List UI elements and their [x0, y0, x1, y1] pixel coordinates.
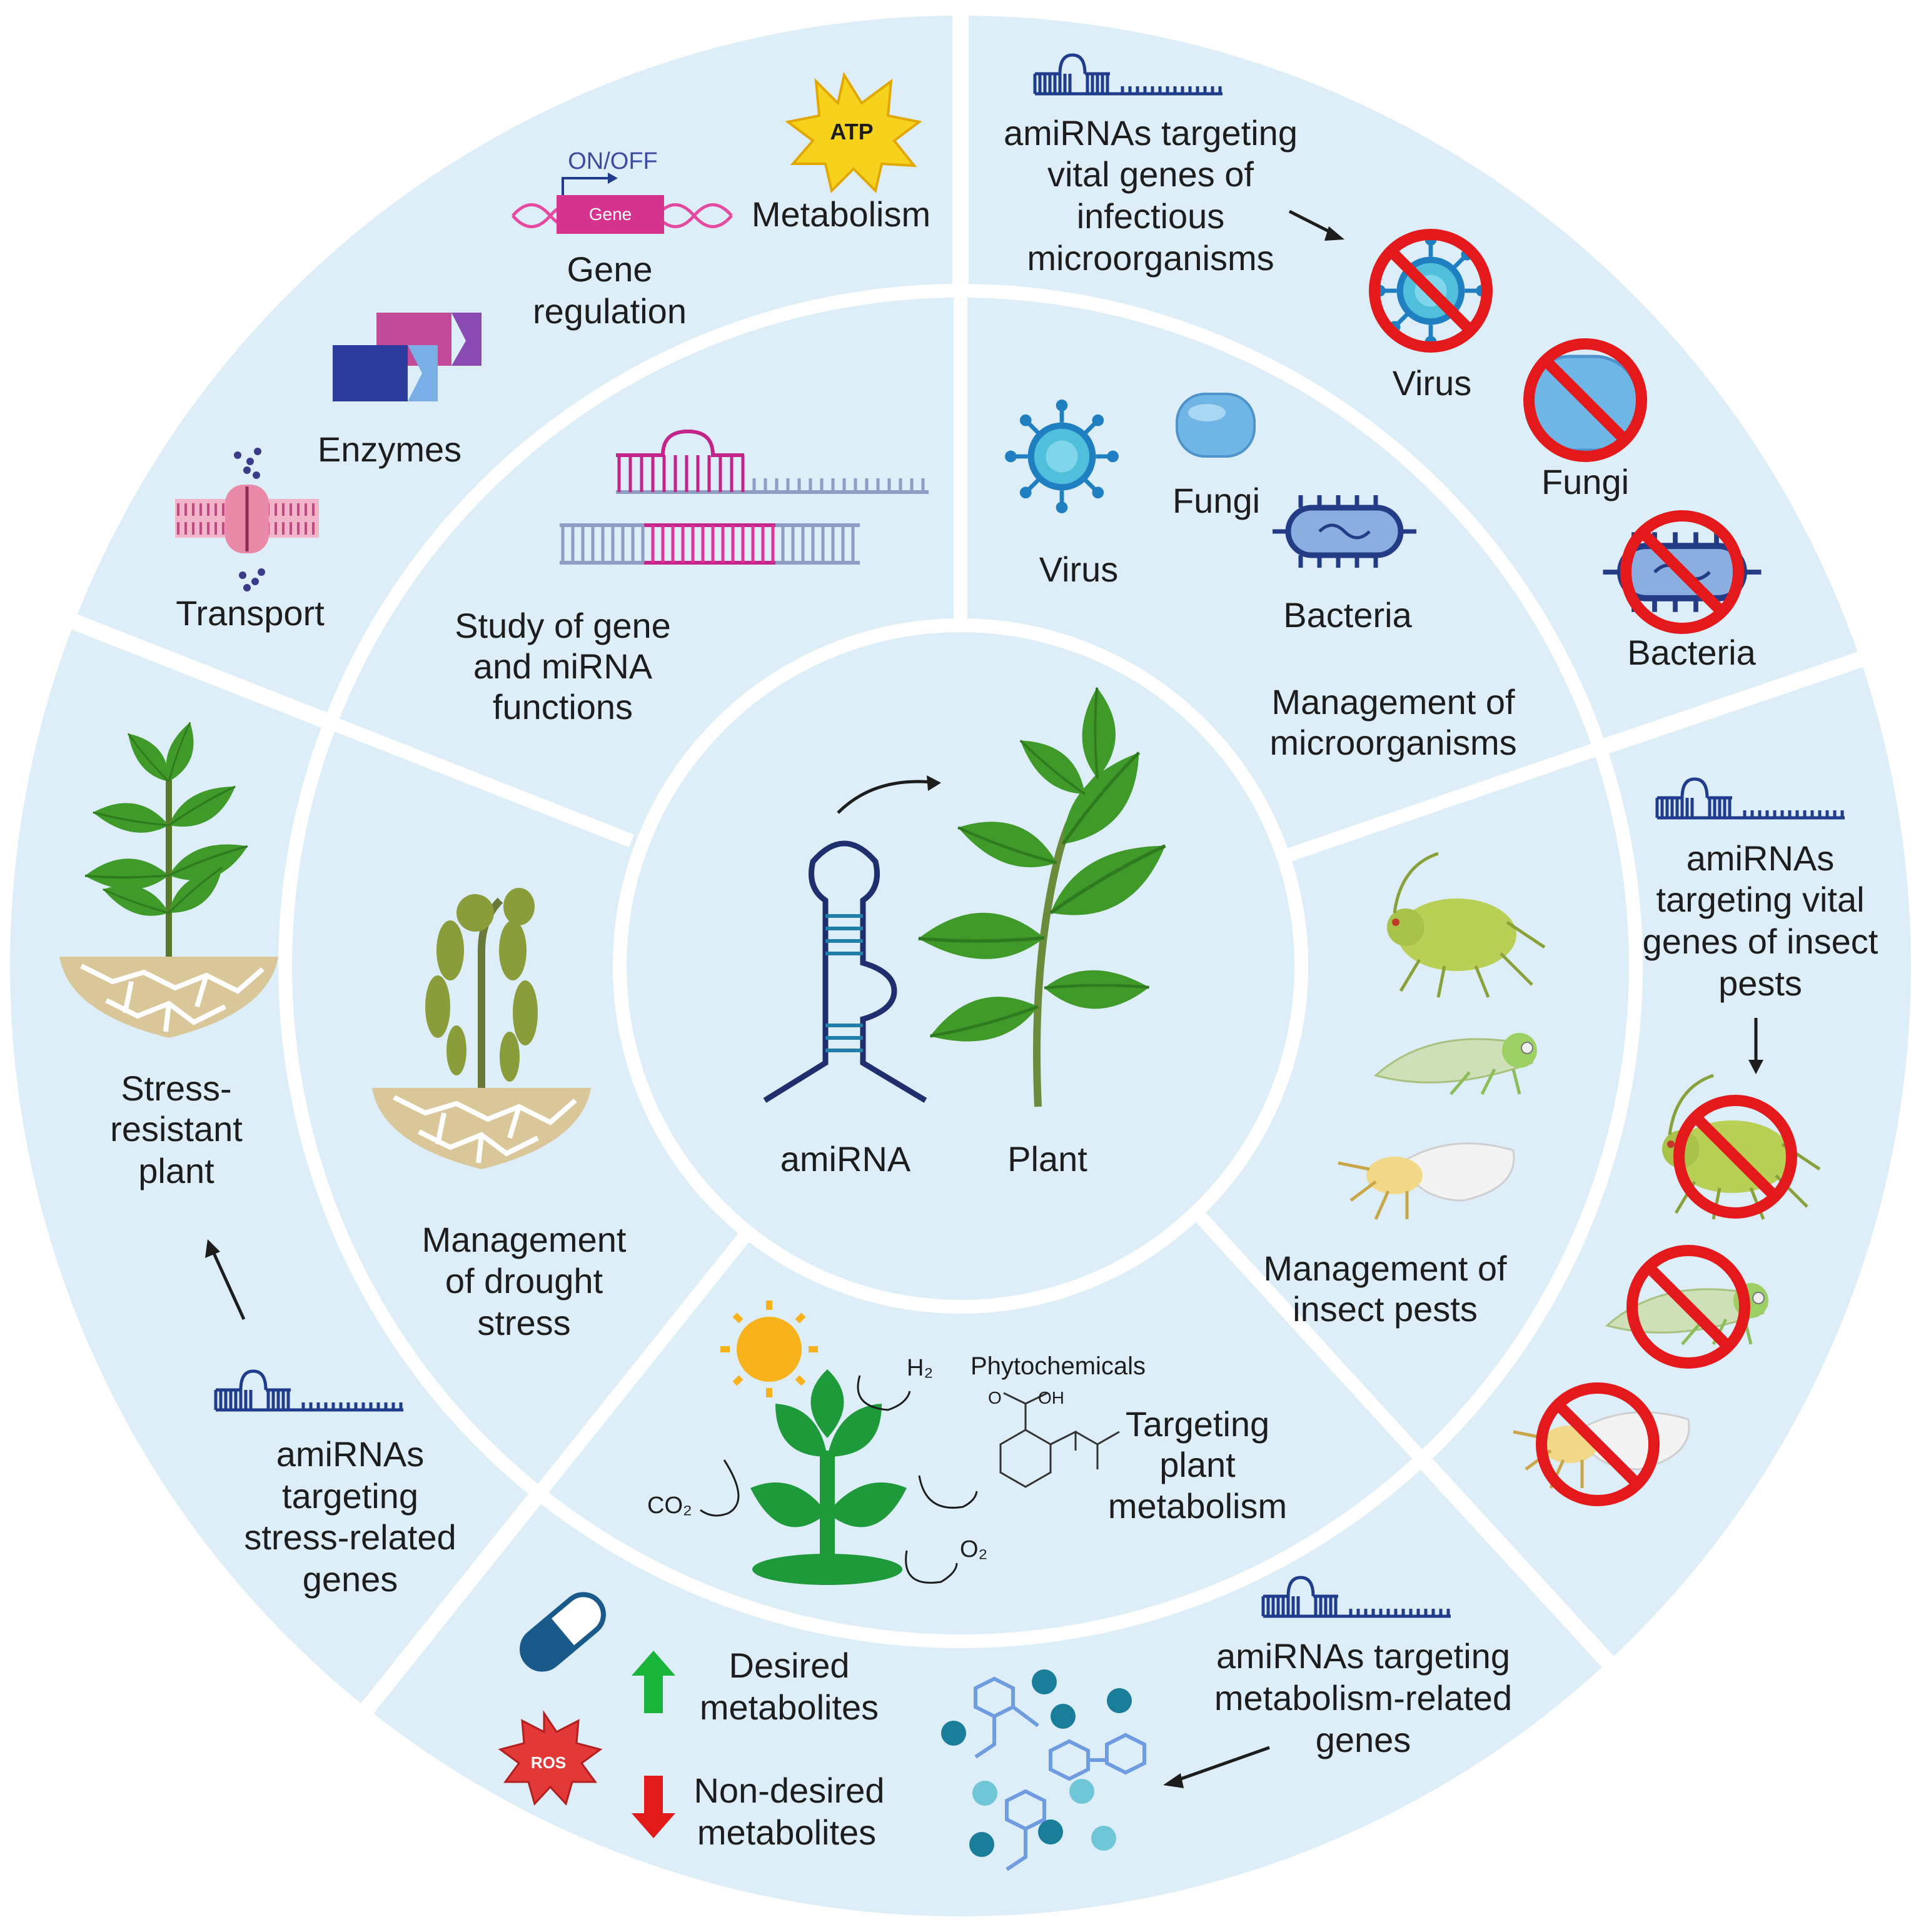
aspirin-molecule-icon [999, 1392, 1120, 1488]
gene-box-label: Gene [589, 204, 632, 224]
insect-outer-arrow-head [1748, 1060, 1763, 1074]
drought-outer-arrow-head [205, 1239, 220, 1258]
ros-label: ROS [531, 1753, 566, 1772]
outer-fungi-blocked [1526, 344, 1641, 456]
capsule-pill-icon [520, 1592, 606, 1672]
gene-regulation-label-line2: regulation [533, 291, 687, 331]
drought-outer-arrow [211, 1249, 246, 1321]
molecule-oh-label: OH [1038, 1388, 1064, 1407]
ros-burst-icon [498, 1710, 603, 1806]
transport-membrane-icon [175, 448, 319, 591]
wilted-tree-icon [425, 888, 538, 1088]
study-title-line2: and miRNA [473, 647, 653, 686]
on-off-label: ON/OFF [568, 148, 658, 174]
up-arrow-icon [632, 1651, 675, 1713]
transport-label: Transport [176, 593, 325, 633]
micro-outer-text-line2: vital genes of [1047, 154, 1254, 194]
study-rna-duplex-icon [560, 429, 929, 565]
insect-title-line1: Management of [1263, 1249, 1507, 1288]
insect-outer-text-line2: targeting vital [1656, 880, 1864, 919]
o2-cycle-arrow [905, 1550, 958, 1584]
insect-outer-text-line1: amiRNAs [1687, 838, 1834, 878]
atp-burst-icon [785, 71, 922, 193]
micro-outer-text-line1: amiRNAs targeting [1004, 113, 1298, 153]
non-desired-line2: metabolites [697, 1813, 876, 1852]
resistant-label-line1: Stress- [121, 1069, 231, 1108]
center-curved-arrow [837, 780, 939, 814]
center-plant-label: Plant [1007, 1139, 1087, 1179]
center-plant-icon [917, 685, 1179, 1107]
micro-title-line1: Management of [1271, 682, 1515, 722]
micro-title-line2: microorganisms [1269, 723, 1516, 762]
desired-line1: Desired [729, 1646, 850, 1685]
insect-outer-text-line4: pests [1718, 963, 1802, 1003]
metab-title-line3: metabolism [1108, 1486, 1287, 1526]
resistant-plant-icon [83, 718, 253, 957]
down-arrow-icon [632, 1776, 675, 1838]
metab-outer-text-line3: genes [1316, 1720, 1411, 1759]
outer-bacteria-label: Bacteria [1627, 633, 1756, 672]
desired-line2: metabolites [700, 1688, 879, 1727]
micro-outer-arrow-head [1324, 226, 1344, 241]
resistant-label-line3: plant [138, 1151, 214, 1190]
o2-label: O₂ [960, 1536, 987, 1562]
co2-label: CO₂ [647, 1492, 692, 1519]
outer-fungi-label: Fungi [1541, 462, 1629, 501]
outer-virus-blocked [1374, 234, 1488, 348]
outer-virus-label: Virus [1393, 363, 1472, 403]
metab-title-line2: plant [1159, 1445, 1236, 1484]
h2-cycle-arrow [857, 1375, 911, 1411]
atp-label: ATP [830, 119, 873, 144]
study-title-line1: Study of gene [455, 606, 671, 645]
inner-virus-label: Virus [1039, 550, 1119, 589]
drought-title-line1: Management [422, 1220, 627, 1259]
resistant-label-line2: resistant [110, 1109, 243, 1149]
inner-virus-icon [1005, 400, 1119, 513]
non-desired-line1: Non-desired [693, 1771, 884, 1810]
inner-fungi-icon [1176, 393, 1256, 458]
insect-title-line2: insect pests [1293, 1289, 1478, 1329]
drought-title-line3: stress [477, 1303, 570, 1342]
center-arrow-head [927, 775, 941, 791]
drought-outer-text-line4: genes [303, 1559, 398, 1599]
micro-outer-arrow [1288, 209, 1336, 236]
phytochemicals-label: Phytochemicals [971, 1352, 1146, 1380]
micro-outer-text-line4: microorganisms [1027, 238, 1274, 278]
drought-title-line2: of drought [445, 1261, 603, 1301]
outer-ring-dividers [69, 13, 1870, 1718]
center-amirna-hairpin [763, 813, 927, 1103]
metab-outer-arrow-head [1163, 1773, 1184, 1788]
study-title-line3: functions [493, 687, 633, 727]
metabolism-label: Metabolism [752, 194, 930, 234]
phyto-cycle-arrow [918, 1475, 978, 1509]
middle-ring-dividers [326, 291, 1598, 1499]
metab-outer-text-line1: amiRNAs targeting [1216, 1636, 1510, 1676]
inner-fungi-label: Fungi [1172, 481, 1260, 520]
gene-regulation-icon [512, 173, 733, 234]
metab-outer-text-line2: metabolism-related [1214, 1678, 1512, 1718]
enzymes-icon [333, 313, 482, 401]
center-amirna-label: amiRNA [780, 1139, 911, 1179]
inner-bacteria-label: Bacteria [1283, 595, 1412, 635]
h2-label: H₂ [907, 1355, 933, 1381]
metab-title-line1: Targeting [1126, 1404, 1269, 1444]
sun-icon [720, 1301, 818, 1397]
micro-outer-text-line3: infectious [1077, 196, 1225, 236]
drought-outer-text-line3: stress-related [244, 1517, 456, 1557]
drought-outer-text-line1: amiRNAs [276, 1434, 424, 1474]
gene-regulation-label-line1: Gene [567, 249, 653, 289]
insect-outer-text-line3: genes of insect [1643, 922, 1878, 961]
co2-cycle-arrow [700, 1459, 740, 1517]
metabolite-cluster-icon [941, 1669, 1146, 1871]
molecule-o-label: O [988, 1388, 1002, 1407]
center-circle [613, 618, 1308, 1314]
drought-outer-text-line2: targeting [282, 1476, 418, 1516]
metab-outer-arrow [1175, 1746, 1270, 1783]
enzymes-label: Enzymes [318, 430, 461, 469]
green-plant-icon [750, 1369, 907, 1585]
